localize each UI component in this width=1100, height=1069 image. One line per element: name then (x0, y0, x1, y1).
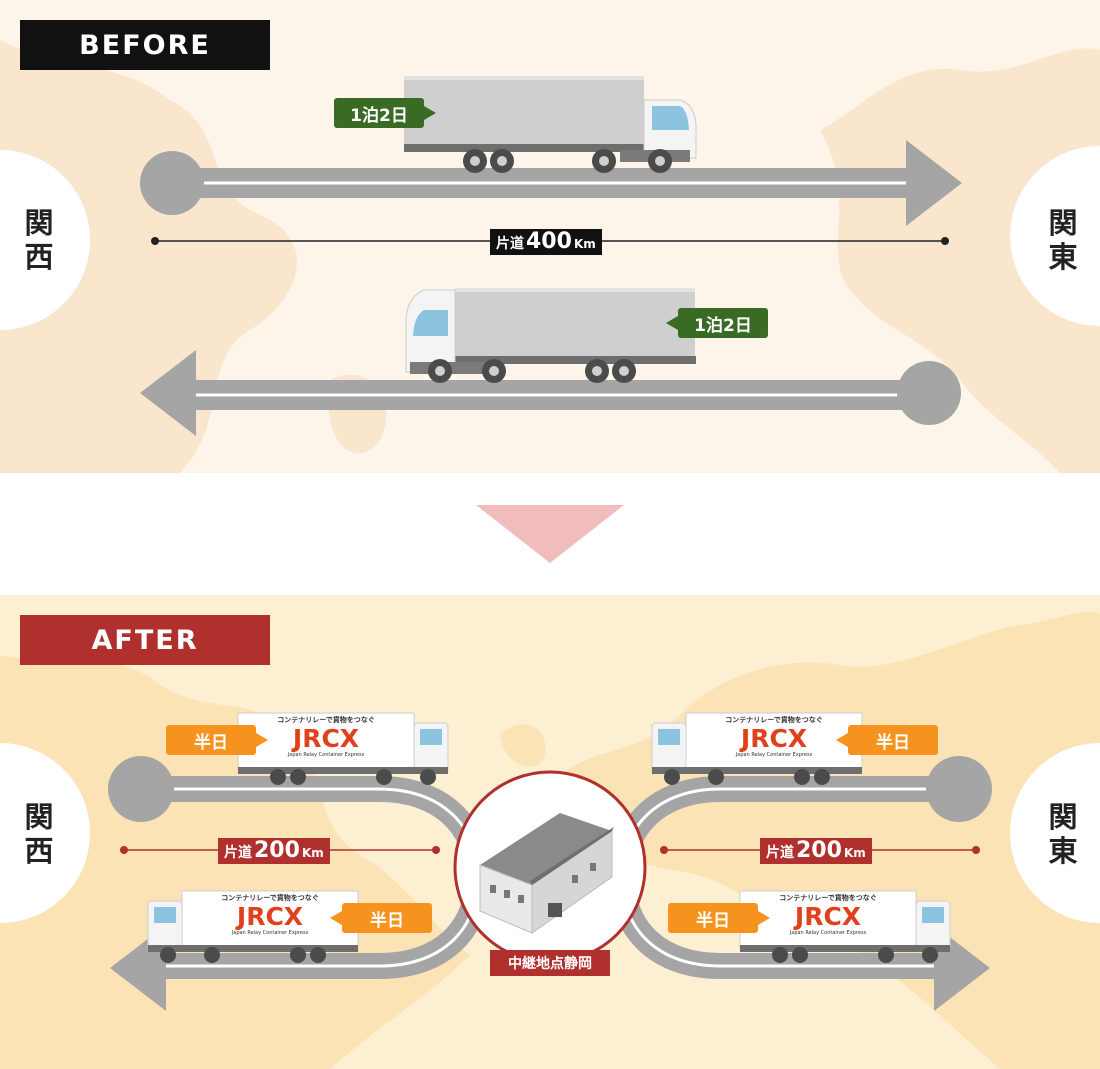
jrcx-truck-kansai-outbound (237, 712, 449, 785)
route-shizuoka-kanto-loop (608, 756, 992, 1011)
truck-brand: コンテナリレーで貨物をつなぐ JRCX Japan Relay Containe… (725, 716, 823, 758)
duration-tag-kansai-outbound: 半日 (166, 725, 256, 755)
route-west-to-east (140, 140, 962, 226)
route-kansai-shizuoka-loop (108, 756, 492, 1011)
truck-brand: コンテナリレーで貨物をつなぐ JRCX Japan Relay Containe… (779, 894, 877, 936)
after-section: AFTER 関西 関東 (0, 595, 1100, 1069)
transition-down-arrow (476, 505, 624, 563)
truck-westbound (405, 288, 696, 383)
distance-badge: 片道 400 Km (490, 229, 602, 255)
kansai-label: 関西 (24, 800, 54, 868)
relay-station (453, 770, 647, 964)
trip-duration-tag-westbound: 1泊2日 (678, 308, 768, 338)
truck-brand: コンテナリレーで貨物をつなぐ JRCX Japan Relay Containe… (221, 894, 319, 936)
jrcx-truck-kansai-inbound (147, 890, 359, 963)
truck-brand: コンテナリレーで貨物をつなぐ JRCX Japan Relay Containe… (277, 716, 375, 758)
distance-badge-right: 片道 200 Km (760, 838, 872, 864)
before-section: BEFORE 関西 関東 (0, 0, 1100, 473)
kanto-label: 関東 (1048, 800, 1078, 868)
duration-tag-kanto-outbound: 半日 (848, 725, 938, 755)
after-header: AFTER (20, 615, 270, 665)
route-east-to-west (140, 350, 961, 436)
jrcx-truck-kanto-outbound (651, 712, 863, 785)
duration-tag-kansai-inbound: 半日 (342, 903, 432, 933)
trip-duration-tag-eastbound: 1泊2日 (334, 98, 424, 128)
kansai-label: 関西 (24, 206, 54, 274)
duration-tag-kanto-inbound: 半日 (668, 903, 758, 933)
before-header: BEFORE (20, 20, 270, 70)
distance-badge-left: 片道 200 Km (218, 838, 330, 864)
arrow-head-west (140, 350, 196, 436)
arrow-head-east (906, 140, 962, 226)
truck-eastbound (404, 76, 697, 173)
jrcx-truck-kanto-inbound (739, 890, 951, 963)
after-routes (108, 712, 992, 1011)
relay-station-label: 中継地点静岡 (490, 950, 610, 976)
kanto-label: 関東 (1048, 206, 1078, 274)
before-routes (140, 76, 962, 436)
warehouse-icon (479, 813, 614, 934)
